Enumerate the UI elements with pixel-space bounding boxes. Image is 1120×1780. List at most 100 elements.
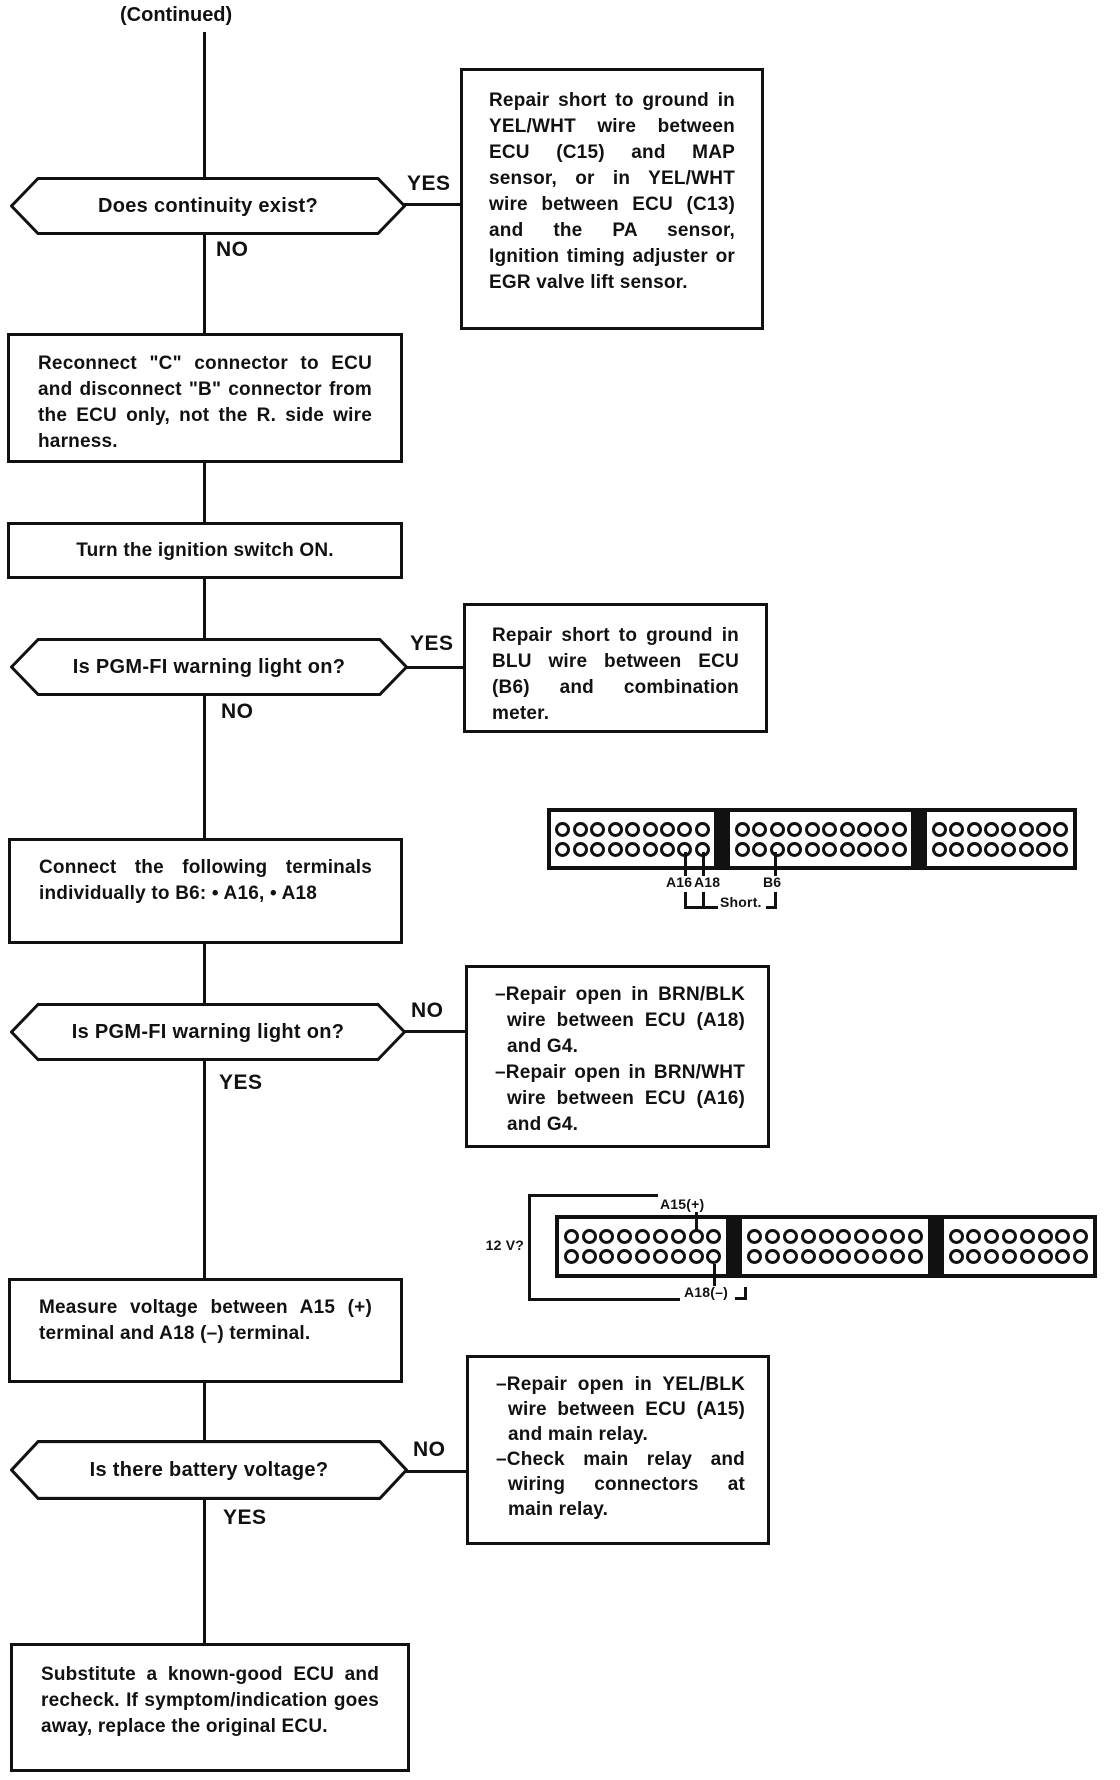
connector-pin bbox=[891, 821, 907, 837]
short-bracket-mid-vert bbox=[702, 892, 705, 906]
connector-pin bbox=[747, 1249, 763, 1264]
box-reconnect-connector: Reconnect "C" connector to ECU and disco… bbox=[7, 333, 403, 463]
connector-pin bbox=[836, 1229, 852, 1244]
connector-pin bbox=[874, 821, 890, 837]
connector-segment bbox=[559, 1219, 726, 1274]
connector-pin bbox=[635, 1249, 651, 1264]
voltage-label: 12 V? bbox=[485, 1237, 524, 1253]
branch-label-down-2: NO bbox=[221, 700, 254, 723]
decision-continuity-text: Does continuity exist? bbox=[98, 194, 318, 217]
pin-label-b6: B6 bbox=[763, 874, 782, 890]
connector-pin bbox=[890, 1229, 906, 1244]
connector-pin bbox=[1019, 1229, 1035, 1244]
connector-pin-row bbox=[946, 1249, 1091, 1264]
box-repair-brn: –Repair open in BRN/BLK wire between ECU… bbox=[465, 965, 770, 1148]
connector-pin bbox=[752, 821, 768, 837]
voltmeter-bracket-bottom bbox=[528, 1298, 680, 1301]
hexagon-shape bbox=[10, 1003, 406, 1061]
connector-pin bbox=[555, 841, 571, 857]
connector-pin bbox=[1036, 821, 1052, 837]
decision-warning-light-1: Is PGM-FI warning light on? bbox=[10, 638, 408, 696]
repair-yel-blk-item-2: –Check main relay and wiring connectors … bbox=[496, 1449, 745, 1520]
connector-pin bbox=[747, 1229, 763, 1244]
connector-pin-row bbox=[732, 821, 909, 837]
branch-label-right-4: NO bbox=[413, 1438, 446, 1461]
connector-pin bbox=[949, 821, 965, 837]
connector-pin bbox=[1055, 1229, 1071, 1244]
branch-label-down-1: NO bbox=[216, 238, 249, 261]
connector-pin bbox=[563, 1229, 579, 1244]
connector-pin bbox=[599, 1249, 615, 1264]
connector-pin bbox=[659, 821, 675, 837]
branch-line-no-3 bbox=[404, 1030, 467, 1033]
connector-pin bbox=[891, 841, 907, 857]
leader-line-b6 bbox=[774, 852, 777, 876]
connector-pin bbox=[607, 821, 623, 837]
voltmeter-bracket-vert bbox=[528, 1194, 531, 1301]
repair-yel-blk-item-1: –Repair open in YEL/BLK wire between ECU… bbox=[496, 1374, 745, 1445]
decision-warning-light-2-text: Is PGM-FI warning light on? bbox=[71, 1020, 345, 1043]
connector-pin bbox=[617, 1249, 633, 1264]
connector-pin bbox=[836, 1249, 852, 1264]
connector-pin bbox=[948, 1229, 964, 1244]
connector-pin bbox=[804, 821, 820, 837]
connector-pin bbox=[1055, 1249, 1071, 1264]
voltmeter-bracket-corner-horiz bbox=[735, 1297, 747, 1300]
decision-warning-light-2: Is PGM-FI warning light on? bbox=[10, 1003, 406, 1061]
branch-label-down-3: YES bbox=[219, 1071, 263, 1094]
connector-pin bbox=[839, 821, 855, 837]
connector-pin bbox=[966, 1229, 982, 1244]
connector-pin bbox=[765, 1249, 781, 1264]
connector-pin bbox=[983, 821, 999, 837]
connector-pin bbox=[617, 1229, 633, 1244]
voltmeter-bracket-top bbox=[528, 1194, 658, 1197]
connector-pin bbox=[706, 1229, 722, 1244]
voltmeter-bracket-corner-vert bbox=[744, 1287, 747, 1300]
connector-pin bbox=[765, 1229, 781, 1244]
connector-pin bbox=[670, 1229, 686, 1244]
box-ignition-on: Turn the ignition switch ON. bbox=[7, 522, 403, 579]
branch-label-right-1: YES bbox=[407, 172, 451, 195]
hexagon-shape bbox=[10, 1440, 408, 1500]
branch-line-yes-2 bbox=[406, 666, 465, 669]
connector-pin bbox=[804, 841, 820, 857]
decision-battery-voltage-text: Is there battery voltage? bbox=[89, 1458, 329, 1481]
connector-pin bbox=[769, 821, 785, 837]
box-repair-yel-blk: –Repair open in YEL/BLK wire between ECU… bbox=[466, 1355, 770, 1545]
repair-brn-item-2: –Repair open in BRN/WHT wire between ECU… bbox=[495, 1062, 745, 1135]
leader-line-a18 bbox=[702, 852, 705, 876]
connector-pin-row bbox=[929, 841, 1071, 857]
connector-pin bbox=[677, 821, 693, 837]
decision-battery-voltage: Is there battery voltage? bbox=[10, 1440, 408, 1500]
connector-pin bbox=[966, 821, 982, 837]
connector-separator bbox=[726, 1219, 743, 1274]
pin-label-a15-plus: A15(+) bbox=[660, 1196, 705, 1212]
leader-line-a16 bbox=[684, 852, 687, 876]
connector-pin bbox=[872, 1229, 888, 1244]
connector-pin bbox=[949, 841, 965, 857]
connector-separator bbox=[911, 812, 928, 866]
connector-pin bbox=[1036, 841, 1052, 857]
ecu-connector-diagram-1 bbox=[547, 808, 1077, 870]
connector-pin bbox=[1019, 1249, 1035, 1264]
connector-pin bbox=[642, 841, 658, 857]
connector-segment bbox=[551, 812, 714, 866]
short-bracket-right-vert bbox=[774, 892, 777, 909]
page-title: (Continued) bbox=[120, 4, 233, 26]
connector-pin-row bbox=[561, 1249, 724, 1264]
branch-line-no-4 bbox=[406, 1470, 468, 1473]
connector-pin bbox=[839, 841, 855, 857]
connector-pin bbox=[966, 841, 982, 857]
branch-label-right-3: NO bbox=[411, 999, 444, 1022]
connector-pin bbox=[752, 841, 768, 857]
hexagon-shape bbox=[10, 638, 408, 696]
connector-pin bbox=[874, 841, 890, 857]
pin-label-a16: A16 bbox=[666, 874, 693, 890]
box-repair-blu: Repair short to ground in BLU wire betwe… bbox=[463, 603, 768, 733]
connector-separator bbox=[714, 812, 731, 866]
connector-pin bbox=[590, 821, 606, 837]
connector-pin bbox=[635, 1229, 651, 1244]
connector-pin-row bbox=[561, 1229, 724, 1244]
connector-pin bbox=[1018, 841, 1034, 857]
